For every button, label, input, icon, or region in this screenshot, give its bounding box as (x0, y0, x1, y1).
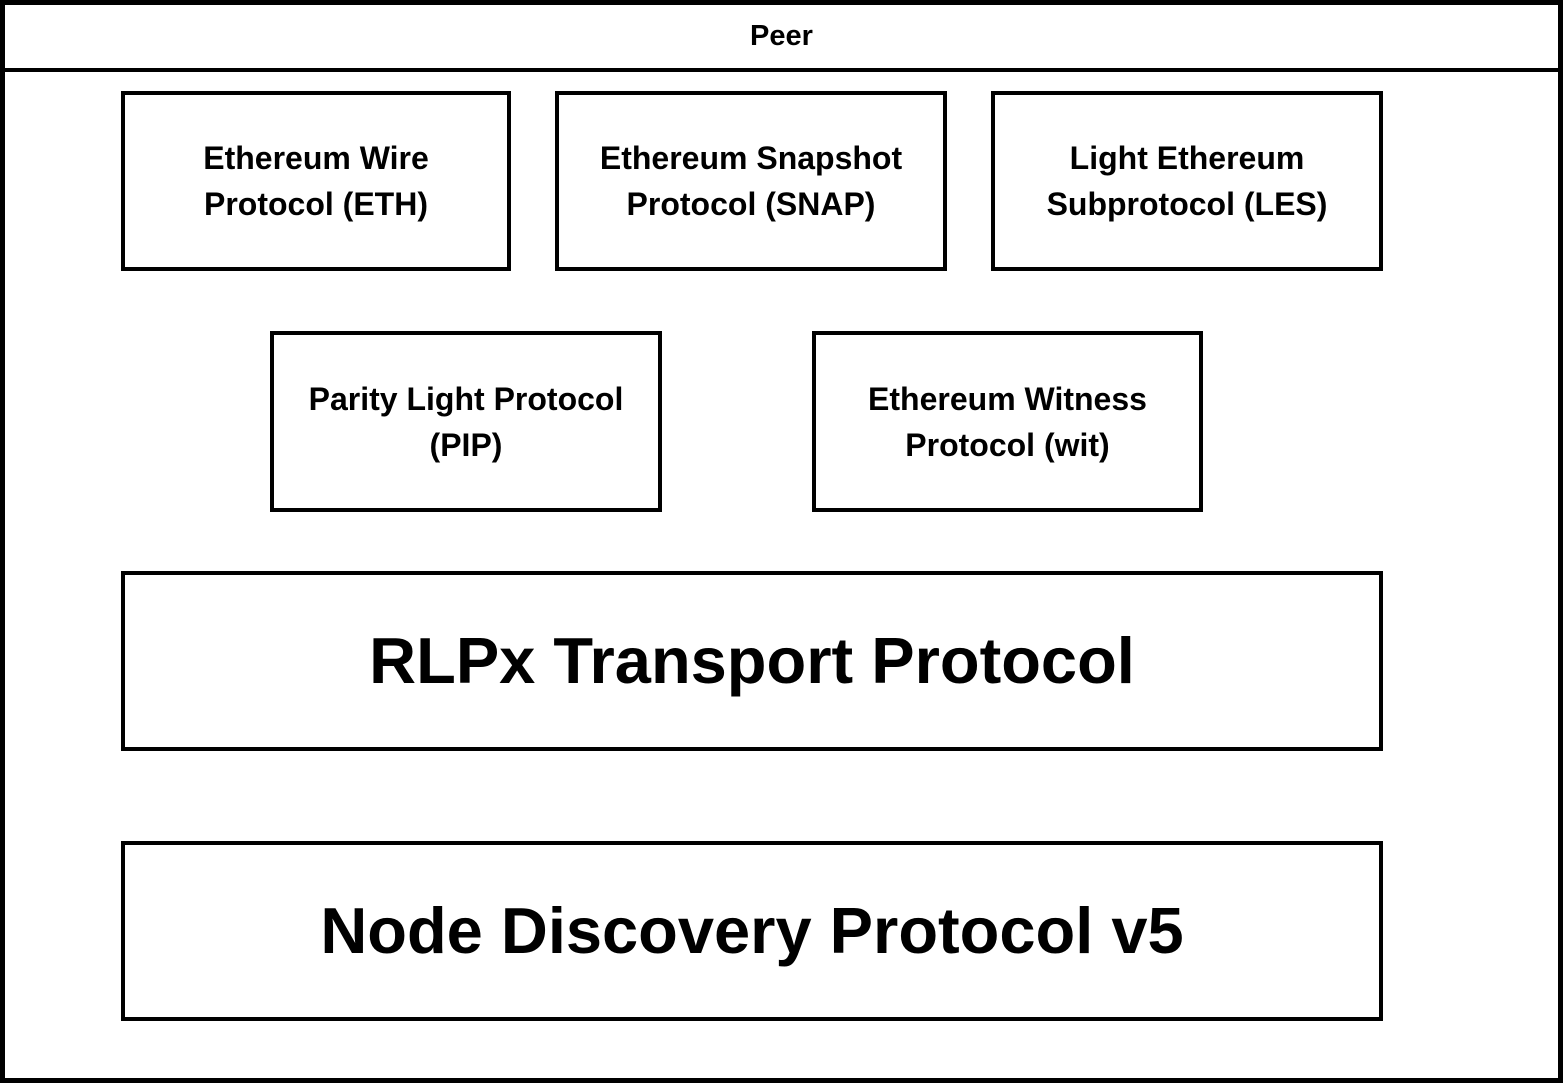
peer-header: Peer (5, 5, 1558, 72)
peer-title: Peer (750, 20, 813, 52)
box-label-line: Protocol (SNAP) (626, 186, 876, 222)
box-label-line: Ethereum Witness (868, 380, 1147, 417)
box-label-line: Ethereum Wire (203, 140, 429, 176)
box-ethereum-snapshot-protocol: Ethereum Snapshot Protocol (SNAP) (555, 91, 947, 271)
box-ethereum-witness-protocol: Ethereum Witness Protocol (wit) (812, 331, 1203, 512)
box-label-line: Parity Light Protocol (308, 380, 624, 417)
box-node-discovery-protocol-v5: Node Discovery Protocol v5 (121, 841, 1383, 1021)
box-light-ethereum-subprotocol: Light Ethereum Subprotocol (LES) (991, 91, 1383, 271)
box-label-line: Protocol (ETH) (204, 186, 428, 222)
box-rlpx-transport-protocol: RLPx Transport Protocol (121, 571, 1383, 751)
box-label-line: Subprotocol (LES) (1046, 186, 1328, 222)
box-label-line: Light Ethereum (1069, 140, 1305, 176)
box-label-line: RLPx Transport Protocol (369, 624, 1135, 697)
box-parity-light-protocol: Parity Light Protocol (PIP) (270, 331, 662, 512)
box-label-line: (PIP) (429, 426, 503, 463)
box-label-line: Ethereum Snapshot (599, 140, 903, 176)
box-ethereum-wire-protocol: Ethereum Wire Protocol (ETH) (121, 91, 511, 271)
box-label-line: Node Discovery Protocol v5 (320, 894, 1184, 967)
box-label-line: Protocol (wit) (905, 426, 1110, 463)
